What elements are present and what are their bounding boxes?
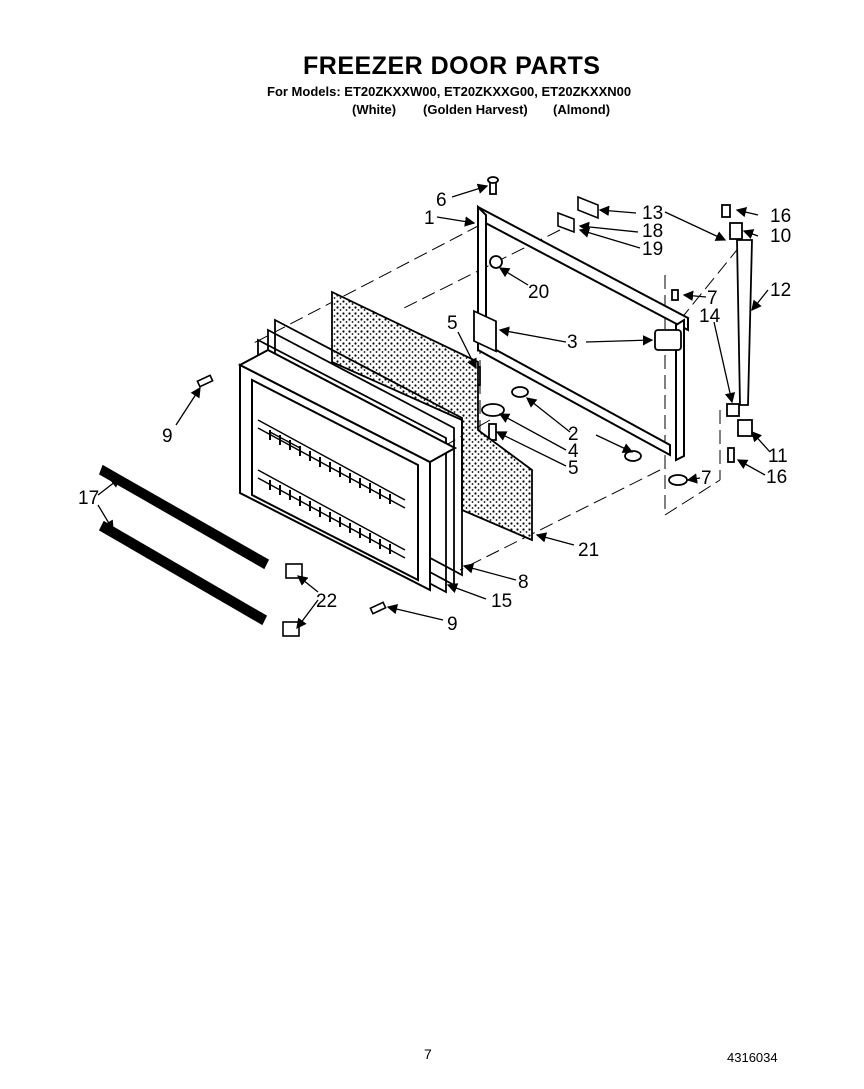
callout-21: 21 [578,540,599,561]
door-shelf-bars [98,464,303,637]
screws [196,374,387,615]
page-number: 7 [424,1046,432,1062]
color-almond: (Almond) [553,102,611,117]
callout-3: 3 [567,332,578,353]
inner-door-liner [237,348,458,592]
callout-15: 15 [491,591,512,612]
leader-lines [97,183,771,630]
adhesive-pads [557,195,599,234]
models-line: For Models: ET20ZKXXW00, ET20ZKXXG00, ET… [267,84,632,99]
callout-17: 17 [78,488,99,509]
callout-labels: 6 1 13 18 19 20 16 10 7 12 14 5 3 9 2 4 … [78,190,791,635]
callout-13: 13 [642,203,663,224]
callout-18: 18 [642,221,663,242]
callout-1: 1 [424,208,435,229]
callout-7-bottom: 7 [701,468,712,489]
handle-assembly [721,204,753,463]
callout-19: 19 [642,239,663,260]
document-number: 4316034 [727,1050,778,1065]
color-golden-harvest: (Golden Harvest) [423,102,528,117]
hinge-brackets [472,176,688,486]
door-frame-rail [477,204,689,462]
callout-10: 10 [770,226,791,247]
callout-9-bottom: 9 [447,614,458,635]
callout-7-top: 7 [707,288,718,309]
color-white: (White) [352,102,397,117]
callout-12: 12 [770,280,791,301]
upper-ribs [269,431,301,449]
callout-16-bottom: 16 [766,467,787,488]
callout-22: 22 [316,591,337,612]
callout-9-left: 9 [162,426,173,447]
callout-4: 4 [568,441,579,462]
liner-rib-marks [269,430,391,554]
callout-5-bottom: 5 [568,458,579,479]
callout-6: 6 [436,190,447,211]
callout-8: 8 [518,572,529,593]
page-title: FREEZER DOOR PARTS [303,52,601,80]
callout-20: 20 [528,282,549,303]
callout-11: 11 [768,446,788,467]
callout-14: 14 [699,306,721,327]
callout-5-top: 5 [447,313,458,334]
callout-2: 2 [568,424,579,445]
foam-insulation [331,290,533,542]
liner-shelf-ribs [257,419,406,559]
callout-16-top: 16 [770,206,791,227]
